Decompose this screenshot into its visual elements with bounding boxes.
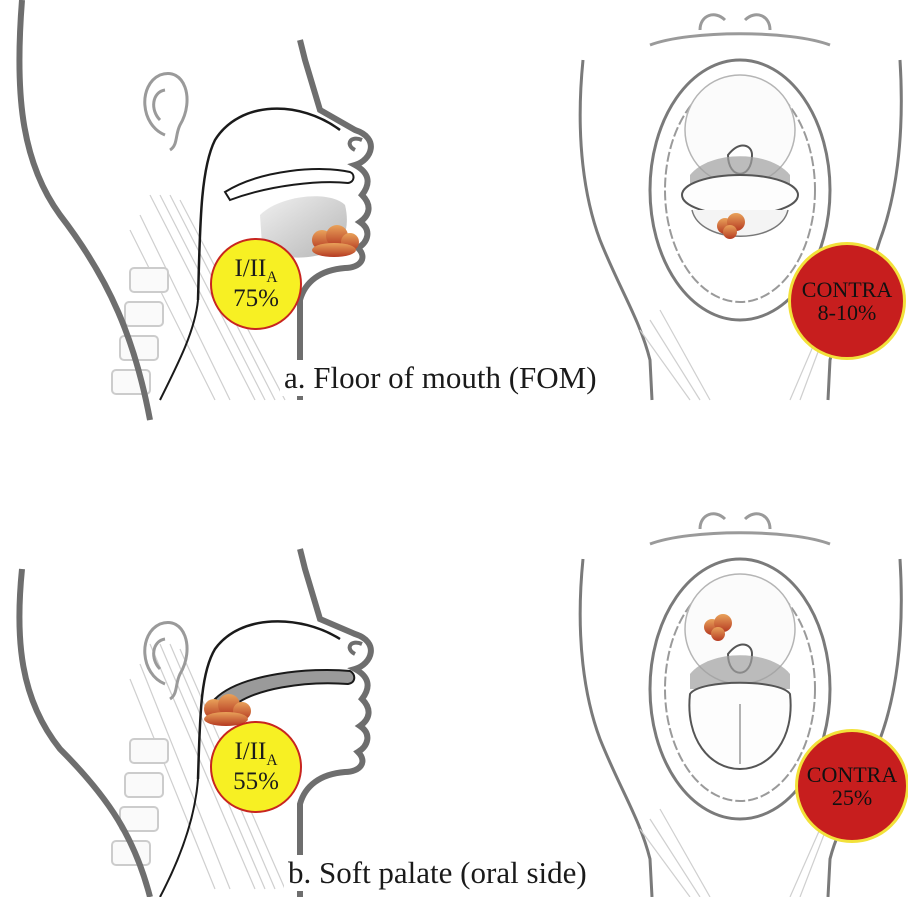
upper-lip (650, 533, 830, 544)
neck-back-outline (19, 569, 150, 897)
ipsilateral-level: I/IIA (234, 739, 277, 769)
neck-muscles-front (640, 809, 830, 897)
contralateral-badge: CONTRA 25% (795, 729, 908, 843)
contralateral-percent: 25% (832, 786, 872, 809)
tongue (682, 175, 798, 215)
palate (225, 169, 354, 200)
ear-icon (145, 623, 187, 699)
contralateral-badge: CONTRA 8-10% (788, 242, 906, 360)
panel-floor-of-mouth: I/IIA 75% CONTRA 8-10% a. Floor of mouth… (0, 0, 908, 448)
nostril (350, 139, 362, 150)
illustration-soft-palate (0, 449, 908, 897)
panel-soft-palate: I/IIA 55% CONTRA 25% b. Soft palate (ora… (0, 449, 908, 897)
contralateral-label: CONTRA (807, 763, 897, 786)
nose-front (700, 514, 770, 529)
nostril (350, 643, 362, 654)
contralateral-percent: 8-10% (818, 301, 877, 324)
ipsilateral-level: I/IIA (234, 256, 277, 286)
ipsilateral-badge: I/IIA 75% (210, 238, 302, 330)
vertebrae (112, 739, 168, 865)
airway-line (160, 779, 198, 897)
airway-line (160, 300, 198, 400)
upper-lip (650, 34, 830, 45)
ipsilateral-percent: 75% (233, 286, 279, 312)
contralateral-label: CONTRA (802, 278, 892, 301)
nose-front (700, 15, 770, 30)
ear-icon (145, 74, 187, 150)
ipsilateral-badge: I/IIA 55% (210, 721, 302, 813)
panel-caption: b. Soft palate (oral side) (284, 855, 591, 891)
ipsilateral-percent: 55% (233, 769, 279, 795)
panel-caption: a. Floor of mouth (FOM) (280, 360, 601, 396)
face-profile-outline (300, 549, 371, 897)
